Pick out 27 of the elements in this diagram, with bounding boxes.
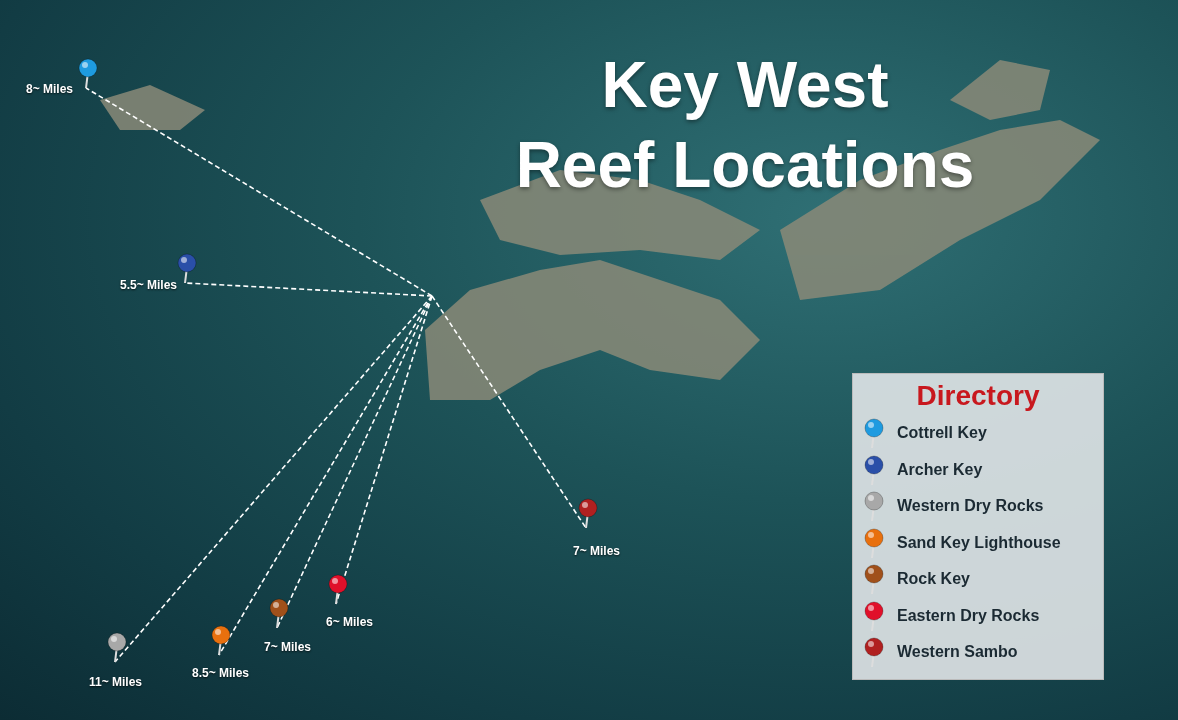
distance-label: 8~ Miles <box>26 82 74 96</box>
map-pin-icon <box>176 253 198 283</box>
distance-label: 5.5~ Miles <box>120 278 178 292</box>
dashed-route-line <box>431 295 587 529</box>
legend-label: Western Dry Rocks <box>897 497 1044 515</box>
dashed-route-line <box>114 295 433 663</box>
map-pin-icon <box>327 574 349 604</box>
distance-label: 8.5~ Miles <box>192 666 250 680</box>
legend-label: Sand Key Lighthouse <box>897 533 1061 552</box>
map-pin-icon <box>268 598 290 628</box>
legend-label: Cottrell Key <box>897 424 987 442</box>
map-pin-icon <box>77 58 99 88</box>
distance-label: 6~ Miles <box>326 615 374 629</box>
map-pin-icon <box>577 498 599 528</box>
map-pin-icon <box>210 625 232 655</box>
directory-heading: Directory <box>915 380 1041 412</box>
legend-label: Archer Key <box>897 460 983 479</box>
distance-label: 7~ Miles <box>573 544 621 558</box>
dashed-route-line <box>85 87 433 297</box>
distance-label: 11~ Miles <box>89 675 143 689</box>
map-pin-icon <box>106 632 128 662</box>
legend-label: Western Sambo <box>897 643 1018 661</box>
dashed-route-line <box>184 282 433 297</box>
legend-label: Eastern Dry Rocks <box>897 606 1040 625</box>
distance-label: 7~ Miles <box>264 640 312 654</box>
legend-label: Rock Key <box>897 570 970 588</box>
map-title: Key West Reef Locations <box>514 48 976 203</box>
